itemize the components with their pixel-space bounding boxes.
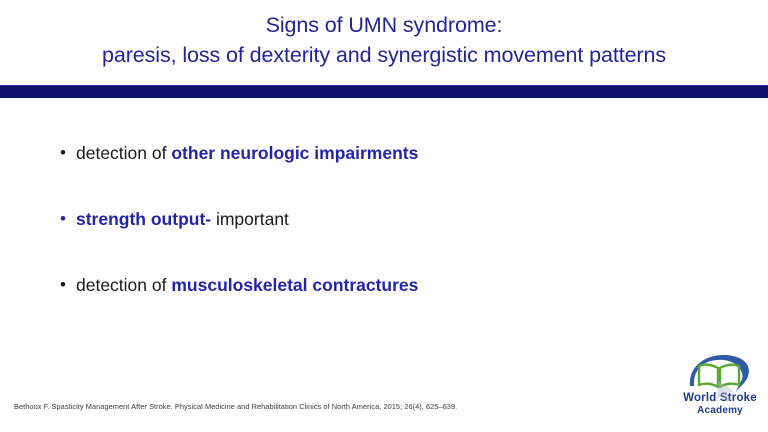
list-item: • detection of other neurologic impairme… [60, 140, 720, 166]
list-item-emphasis: strength output- [76, 209, 212, 229]
list-item-text: detection of musculoskeletal contracture… [76, 272, 418, 298]
list-item-plain-prefix: detection of [76, 275, 172, 295]
slide-title-line-1: Signs of UMN syndrome: [265, 13, 503, 37]
bullet-list: • detection of other neurologic impairme… [60, 140, 720, 298]
title-divider-bar [0, 85, 768, 98]
list-item-text: strength output- important [76, 206, 289, 232]
list-item-emphasis: musculoskeletal contractures [171, 275, 419, 295]
world-stroke-academy-logo: World Stroke Academy [676, 352, 764, 424]
list-item-plain-prefix: detection of [76, 143, 172, 163]
list-item-emphasis: other neurologic impairments [171, 143, 419, 163]
logo-mark-icon [684, 352, 756, 396]
logo-line-2: Academy [697, 405, 743, 416]
bullet-marker-icon: • [60, 143, 66, 162]
list-item-text: detection of other neurologic impairment… [76, 140, 418, 166]
list-item-plain-suffix: important [211, 209, 289, 229]
bullet-marker-icon: • [60, 275, 66, 294]
list-item: • detection of musculoskeletal contractu… [60, 272, 720, 298]
citation-footnote: Bethoux F. Spasticity Management After S… [14, 402, 458, 411]
logo-line-1: World Stroke [683, 392, 757, 404]
list-item: • strength output- important [60, 206, 720, 232]
bullet-marker-icon: • [60, 209, 66, 228]
logo-wordmark: World Stroke Academy [676, 392, 764, 417]
slide-title-line-2: paresis, loss of dexterity and synergist… [101, 43, 666, 67]
slide-title: Signs of UMN syndrome: paresis, loss of … [0, 10, 768, 70]
